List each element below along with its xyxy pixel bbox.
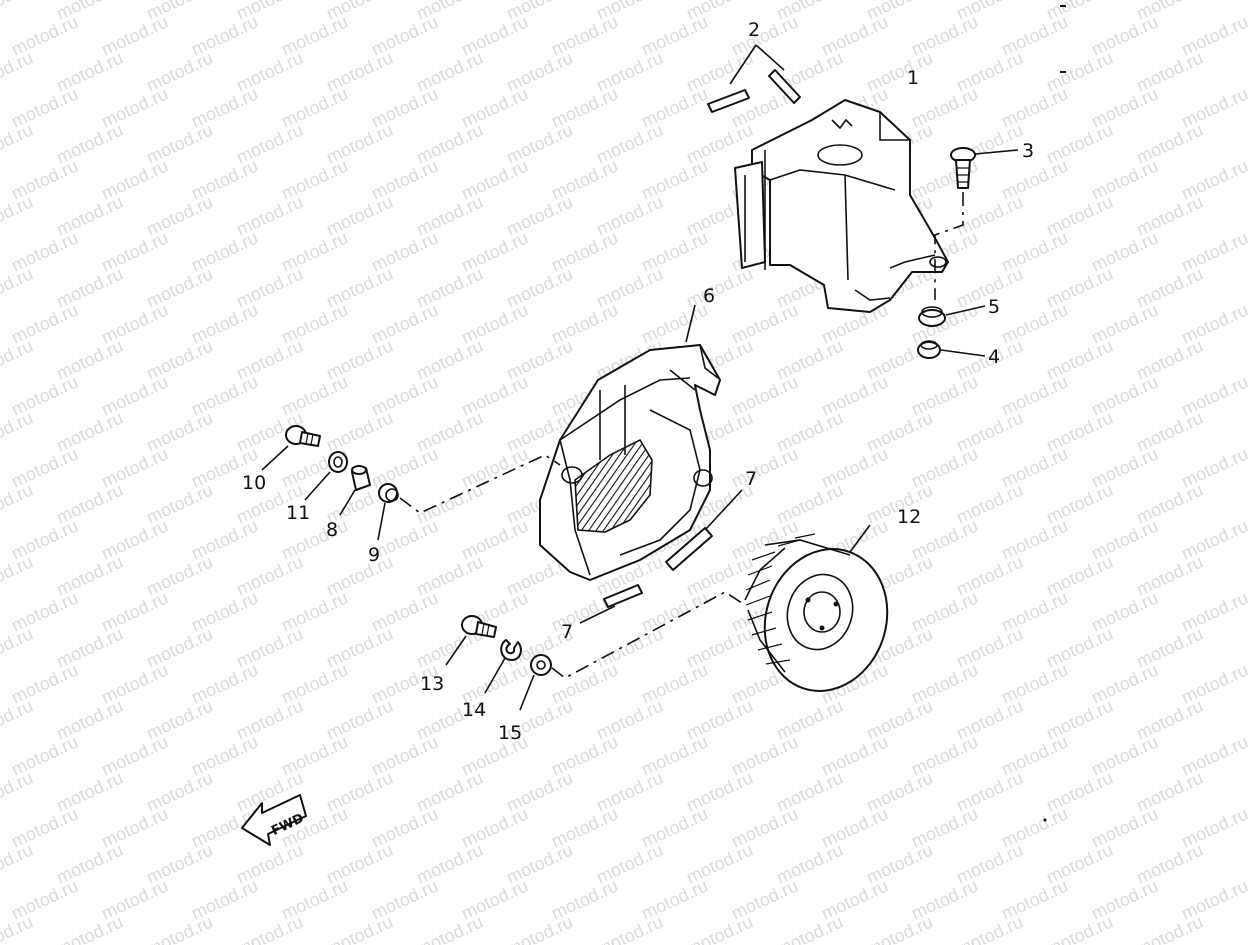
watermark-text-402: motod.ru [953,911,1026,945]
watermark-text-361: motod.ru [0,839,36,887]
callout-14: 14 [462,699,486,721]
watermark-text-399: motod.ru [683,911,756,945]
part-15-washer [519,591,746,711]
callout-8: 8 [326,519,338,541]
watermark-text-91: motod.ru [0,191,36,239]
margin-marks [1043,5,1066,822]
watermark-text-181: motod.ru [0,407,36,455]
callout-3: 3 [1022,140,1034,162]
watermark-text-241: motod.ru [0,551,36,599]
callout-7-upper: 7 [745,468,757,490]
part-14-lock-washer [484,639,522,694]
callout-labels: 1 2 3 4 5 6 7 7 8 9 10 11 12 13 14 15 [242,19,1034,744]
watermark-text-1: motod.ru [0,0,36,24]
watermark-text-398: motod.ru [593,911,666,945]
part-9-grommet [377,454,561,541]
watermark-text-395: motod.ru [323,911,396,945]
part-1-cylinder-cover [734,99,949,313]
part-4-collar [917,340,986,359]
part-5-grommet [918,305,986,327]
part-13-bolt [445,615,497,666]
callout-6: 6 [703,285,715,307]
watermark-text-31: motod.ru [0,47,36,95]
part-10-bolt [261,425,321,471]
part-3-bolt [934,147,1019,300]
watermark-text-394: motod.ru [233,911,306,945]
watermark-text-397: motod.ru [503,911,576,945]
watermark-text-403: motod.ru [1043,911,1116,945]
watermark-text-396: motod.ru [413,911,486,945]
part-7-plate-upper [665,489,743,571]
part-2-dowel-pins [707,44,801,113]
part-6-fan-housing [539,304,721,581]
callout-2: 2 [748,19,760,41]
watermark-text-331: motod.ru [0,767,36,815]
watermark-text-61: motod.ru [0,119,36,167]
callout-9: 9 [368,544,380,566]
callout-11: 11 [286,502,310,524]
callout-12: 12 [897,506,921,528]
callout-5: 5 [988,296,1000,318]
watermark-text-393: motod.ru [143,911,216,945]
callout-4: 4 [988,346,1000,368]
callout-7-lower: 7 [561,621,573,643]
part-7-plate-lower [579,584,643,624]
part-12-flywheel [744,524,889,692]
callout-13: 13 [420,673,444,695]
watermark-text-400: motod.ru [773,911,846,945]
watermark-text-151: motod.ru [0,335,36,383]
watermark-text-121: motod.ru [0,263,36,311]
watermark-text-271: motod.ru [0,623,36,671]
watermark-text-301: motod.ru [0,695,36,743]
watermark-text-404: motod.ru [1133,911,1206,945]
watermark-text-392: motod.ru [53,911,126,945]
watermark-text-401: motod.ru [863,911,936,945]
part-11-washer [304,451,348,501]
callout-10: 10 [242,472,266,494]
watermark-text-211: motod.ru [0,479,36,527]
callout-15: 15 [498,722,522,744]
callout-1: 1 [907,67,919,89]
part-8-spacer [339,465,371,516]
